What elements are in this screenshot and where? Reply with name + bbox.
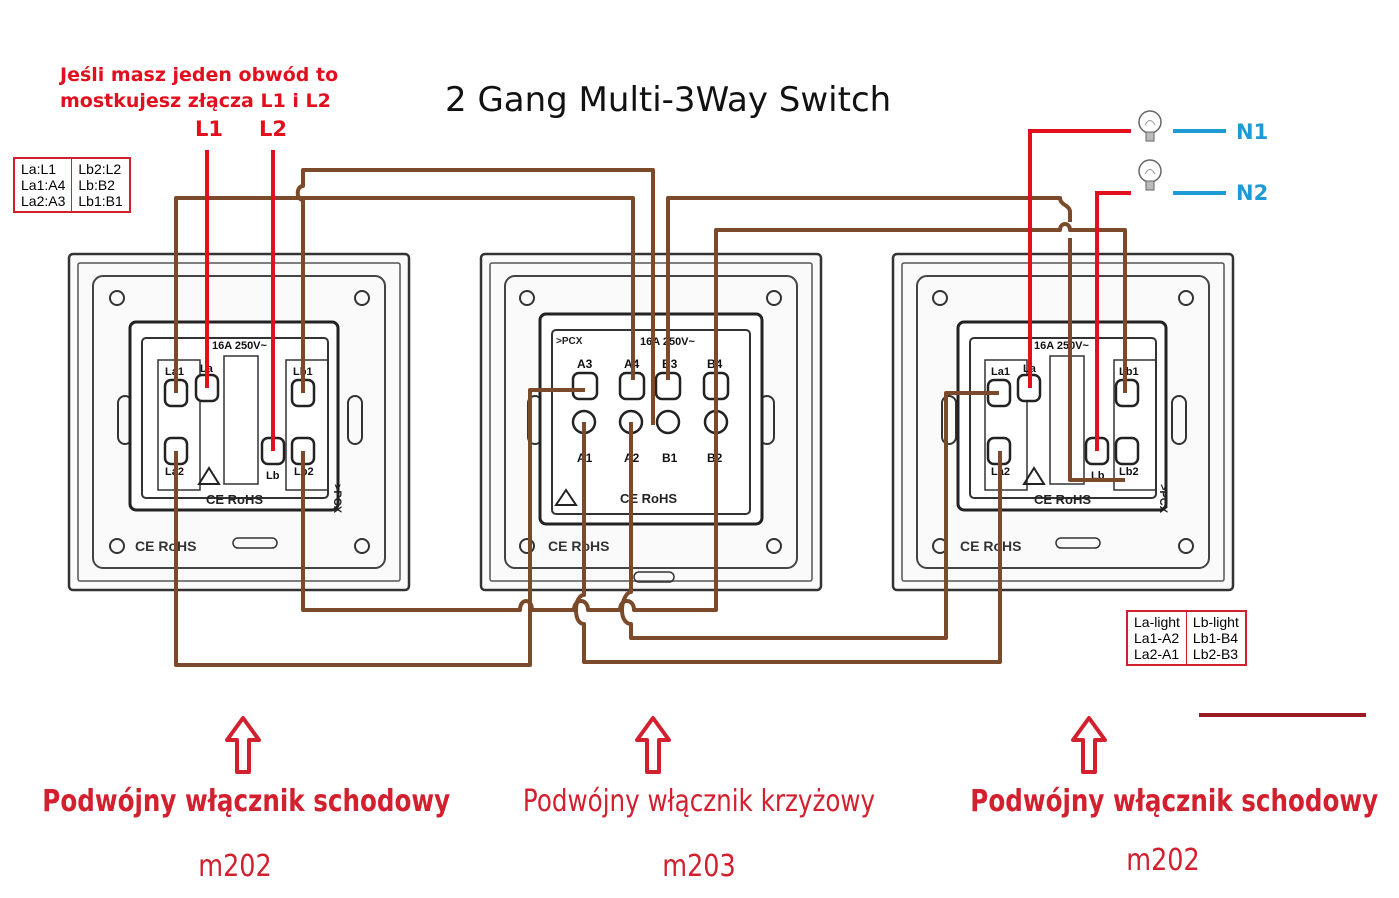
map-row: La2:A3: [21, 193, 66, 209]
terminal-lb2-right: [1114, 436, 1140, 466]
map-row: La:L1: [21, 161, 57, 177]
caption-middle: Podwójny włącznik krzyżowy m203: [464, 784, 934, 884]
input-l1-label: L1: [195, 117, 223, 141]
map-row: La1-A2: [1134, 630, 1180, 646]
wire-lb2-right: [1068, 238, 1125, 482]
right-terminal-map: La-light La1-A2 La2-A1 Lb-light Lb1-B4 L…: [1126, 610, 1247, 666]
wire-lb1-b1: [295, 168, 655, 425]
terminal-a3: [571, 371, 599, 401]
plate-marks: CE RoHS: [135, 538, 196, 554]
neutral-n1-label: N1: [1236, 120, 1269, 144]
bridge-note: Jeśli masz jeden obwód to mostkujesz złą…: [60, 62, 338, 114]
map-row: Lb1:B1: [78, 193, 123, 209]
label-a3: A3: [577, 357, 593, 371]
brand-right: >PCX: [1157, 484, 1169, 514]
left-terminal-map: La:L1 La1:A4 La2:A3 Lb2:L2 Lb:B2 Lb1:B1: [13, 157, 131, 213]
map-row: Lb2:L2: [78, 161, 122, 177]
plate-marks: CE RoHS: [548, 538, 609, 554]
switch-model: m202: [1126, 843, 1200, 878]
wire-n2-lb: [1095, 191, 1131, 451]
wire-la1-a4: [174, 196, 635, 393]
module-marks-right: CE RoHS: [1034, 492, 1091, 507]
switch-name: Podwójny włącznik krzyżowy: [522, 784, 876, 819]
module-marks-middle: CE RoHS: [620, 491, 677, 506]
label-b1: B1: [662, 451, 678, 465]
switch-model: m202: [198, 849, 272, 884]
bridge-note-line1: Jeśli masz jeden obwód to: [60, 64, 339, 86]
wire-b3-right: [666, 196, 1072, 380]
rating-right: 16A 250V~: [1034, 340, 1090, 352]
switch-left-m202: CE RoHS 16A 250V~ La1 La Lb1 La2 Lb Lb2 …: [67, 252, 411, 592]
wire-a1-la2-right: [574, 422, 1002, 664]
wire-la2-a3: [174, 388, 585, 667]
label-lb-left: Lb: [266, 470, 280, 482]
bulb-icon: [1138, 110, 1162, 142]
plate-marks: CE RoHS: [960, 538, 1021, 554]
bulb-icon: [1138, 159, 1162, 191]
diagram-title: 2 Gang Multi-3Way Switch: [445, 80, 892, 120]
caption-right: Podwójny włącznik schodowy m202: [928, 784, 1398, 878]
switch-model: m203: [662, 849, 736, 884]
recycle-icon: [1022, 466, 1046, 485]
label-la1-right: La1: [991, 366, 1010, 378]
red-wires: [205, 129, 1131, 451]
arrow-up-icon: [225, 716, 261, 774]
wire-a2-la1-right: [620, 391, 999, 640]
recycle-icon: [197, 466, 221, 485]
terminal-b1: [655, 409, 681, 435]
switch-right-m202: CE RoHS 16A 250V~ La1 La Lb1 La2 Lb Lb2 …: [891, 252, 1235, 592]
recycle-icon: [554, 488, 578, 506]
module-marks-left: CE RoHS: [206, 492, 263, 507]
map-row: Lb1-B4: [1192, 630, 1239, 646]
neutral-wires: [1173, 129, 1226, 195]
map-row: La2-A1: [1134, 646, 1180, 662]
brand-middle: >PCX: [556, 336, 583, 347]
label-lb2-right: Lb2: [1119, 466, 1139, 478]
brown-wires: [174, 168, 1127, 667]
brand-left: >PCX: [331, 484, 343, 514]
neutral-n2-label: N2: [1236, 181, 1269, 205]
map-row: La-light: [1134, 614, 1180, 630]
map-row: Lb:B2: [78, 177, 115, 193]
divider-bar: [1199, 713, 1366, 717]
input-l2-label: L2: [259, 117, 287, 141]
arrow-up-icon: [1071, 716, 1107, 774]
bridge-note-line2: mostkujesz złącza L1 i L2: [60, 90, 331, 112]
rating-left: 16A 250V~: [212, 340, 268, 352]
switch-name: Podwójny włącznik schodowy: [42, 784, 451, 819]
switch-name: Podwójny włącznik schodowy: [970, 784, 1379, 819]
caption-left: Podwójny włącznik schodowy m202: [0, 784, 470, 884]
map-row: Lb2-B3: [1192, 646, 1239, 662]
wire-n1-la: [1028, 129, 1131, 388]
map-row: Lb-light: [1192, 614, 1239, 630]
label-lb1-right: Lb1: [1119, 366, 1139, 378]
arrow-up-icon: [635, 716, 671, 774]
map-row: La1:A4: [21, 177, 66, 193]
